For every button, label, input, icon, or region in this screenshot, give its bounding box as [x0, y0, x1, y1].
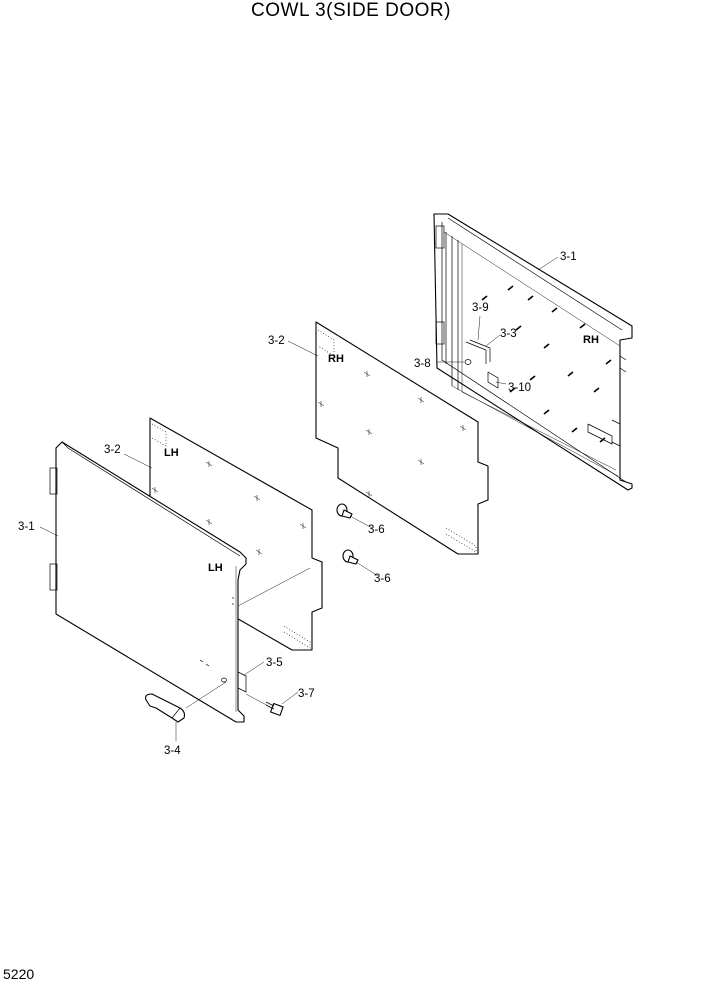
page-number: 5220: [3, 966, 35, 982]
bolt: [265, 701, 284, 716]
callout-3-1-left: 3-1: [18, 521, 35, 533]
callout-3-6-lower: 3-6: [374, 573, 391, 585]
callout-3-3: 3-3: [500, 328, 517, 340]
callout-3-5: 3-5: [266, 657, 283, 669]
grommet-upper: [336, 503, 353, 519]
callout-3-10: 3-10: [508, 382, 531, 394]
callout-3-2-right: 3-2: [268, 335, 285, 347]
callout-3-1-right: 3-1: [560, 251, 577, 263]
label-rh-outer: RH: [583, 334, 599, 346]
callout-3-7: 3-7: [298, 688, 315, 700]
lh-outer-door-panel: [49, 441, 311, 723]
callout-3-4: 3-4: [164, 745, 181, 757]
rh-inner-panel: [315, 321, 489, 555]
label-lh-outer: LH: [208, 562, 223, 574]
callout-3-8: 3-8: [414, 358, 431, 370]
rh-outer-door-panel: [433, 213, 633, 491]
door-handle: [145, 693, 186, 723]
label-rh-inner: RH: [328, 353, 344, 365]
page-title: COWL 3(SIDE DOOR): [251, 0, 451, 21]
grommet-lower: [342, 549, 359, 565]
label-lh-inner: LH: [164, 447, 179, 459]
callout-3-2-left: 3-2: [104, 444, 121, 456]
callout-3-6-upper: 3-6: [368, 524, 385, 536]
callout-3-9: 3-9: [472, 302, 489, 314]
